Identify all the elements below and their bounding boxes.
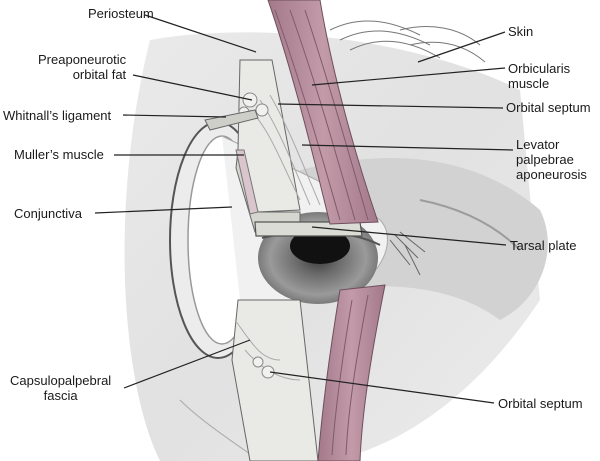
lower-eyelid-section: [231, 299, 319, 461]
label-levator-aponeurosis: Levator palpebrae aponeurosis: [516, 137, 587, 182]
label-skin: Skin: [508, 24, 534, 39]
leader-orbicularis: [311, 67, 506, 86]
label-tarsal-plate: Tarsal plate: [510, 238, 577, 253]
label-orbital-septum-upper: Orbital septum: [506, 100, 591, 115]
leader-periosteum: [144, 14, 257, 53]
label-orbital-septum-lower: Orbital septum: [498, 396, 583, 411]
leader-tarsal-plate: [311, 226, 507, 246]
upper-eyelid-section: [204, 59, 363, 237]
label-whitnalls-ligament: Whitnall’s ligament: [3, 108, 112, 123]
eyebrow: [329, 20, 486, 63]
leader-skin: [417, 31, 506, 63]
orbicularis-muscle-lower: [317, 284, 386, 461]
leader-lines: [94, 14, 514, 404]
leader-orbital-septum-lower: [269, 371, 495, 404]
label-orbicularis-muscle: Orbicularis muscle: [508, 61, 571, 91]
label-preaponeurotic-fat: Preaponeurotic orbital fat: [38, 52, 127, 82]
label-periosteum: Periosteum: [88, 6, 154, 21]
label-capsulopalpebral-fascia: Capsulopalpebral fascia: [10, 373, 112, 403]
leader-levator: [301, 144, 514, 151]
leader-orbital-septum-upper: [277, 103, 504, 109]
label-conjunctiva: Conjunctiva: [14, 206, 82, 221]
leader-preaponeurotic-fat: [132, 74, 253, 101]
leader-whitnalls-ligament: [122, 114, 227, 118]
label-mullers-muscle: Muller’s muscle: [14, 147, 104, 162]
leader-capsulopalpebral: [123, 339, 251, 389]
leader-conjunctiva: [94, 206, 233, 214]
